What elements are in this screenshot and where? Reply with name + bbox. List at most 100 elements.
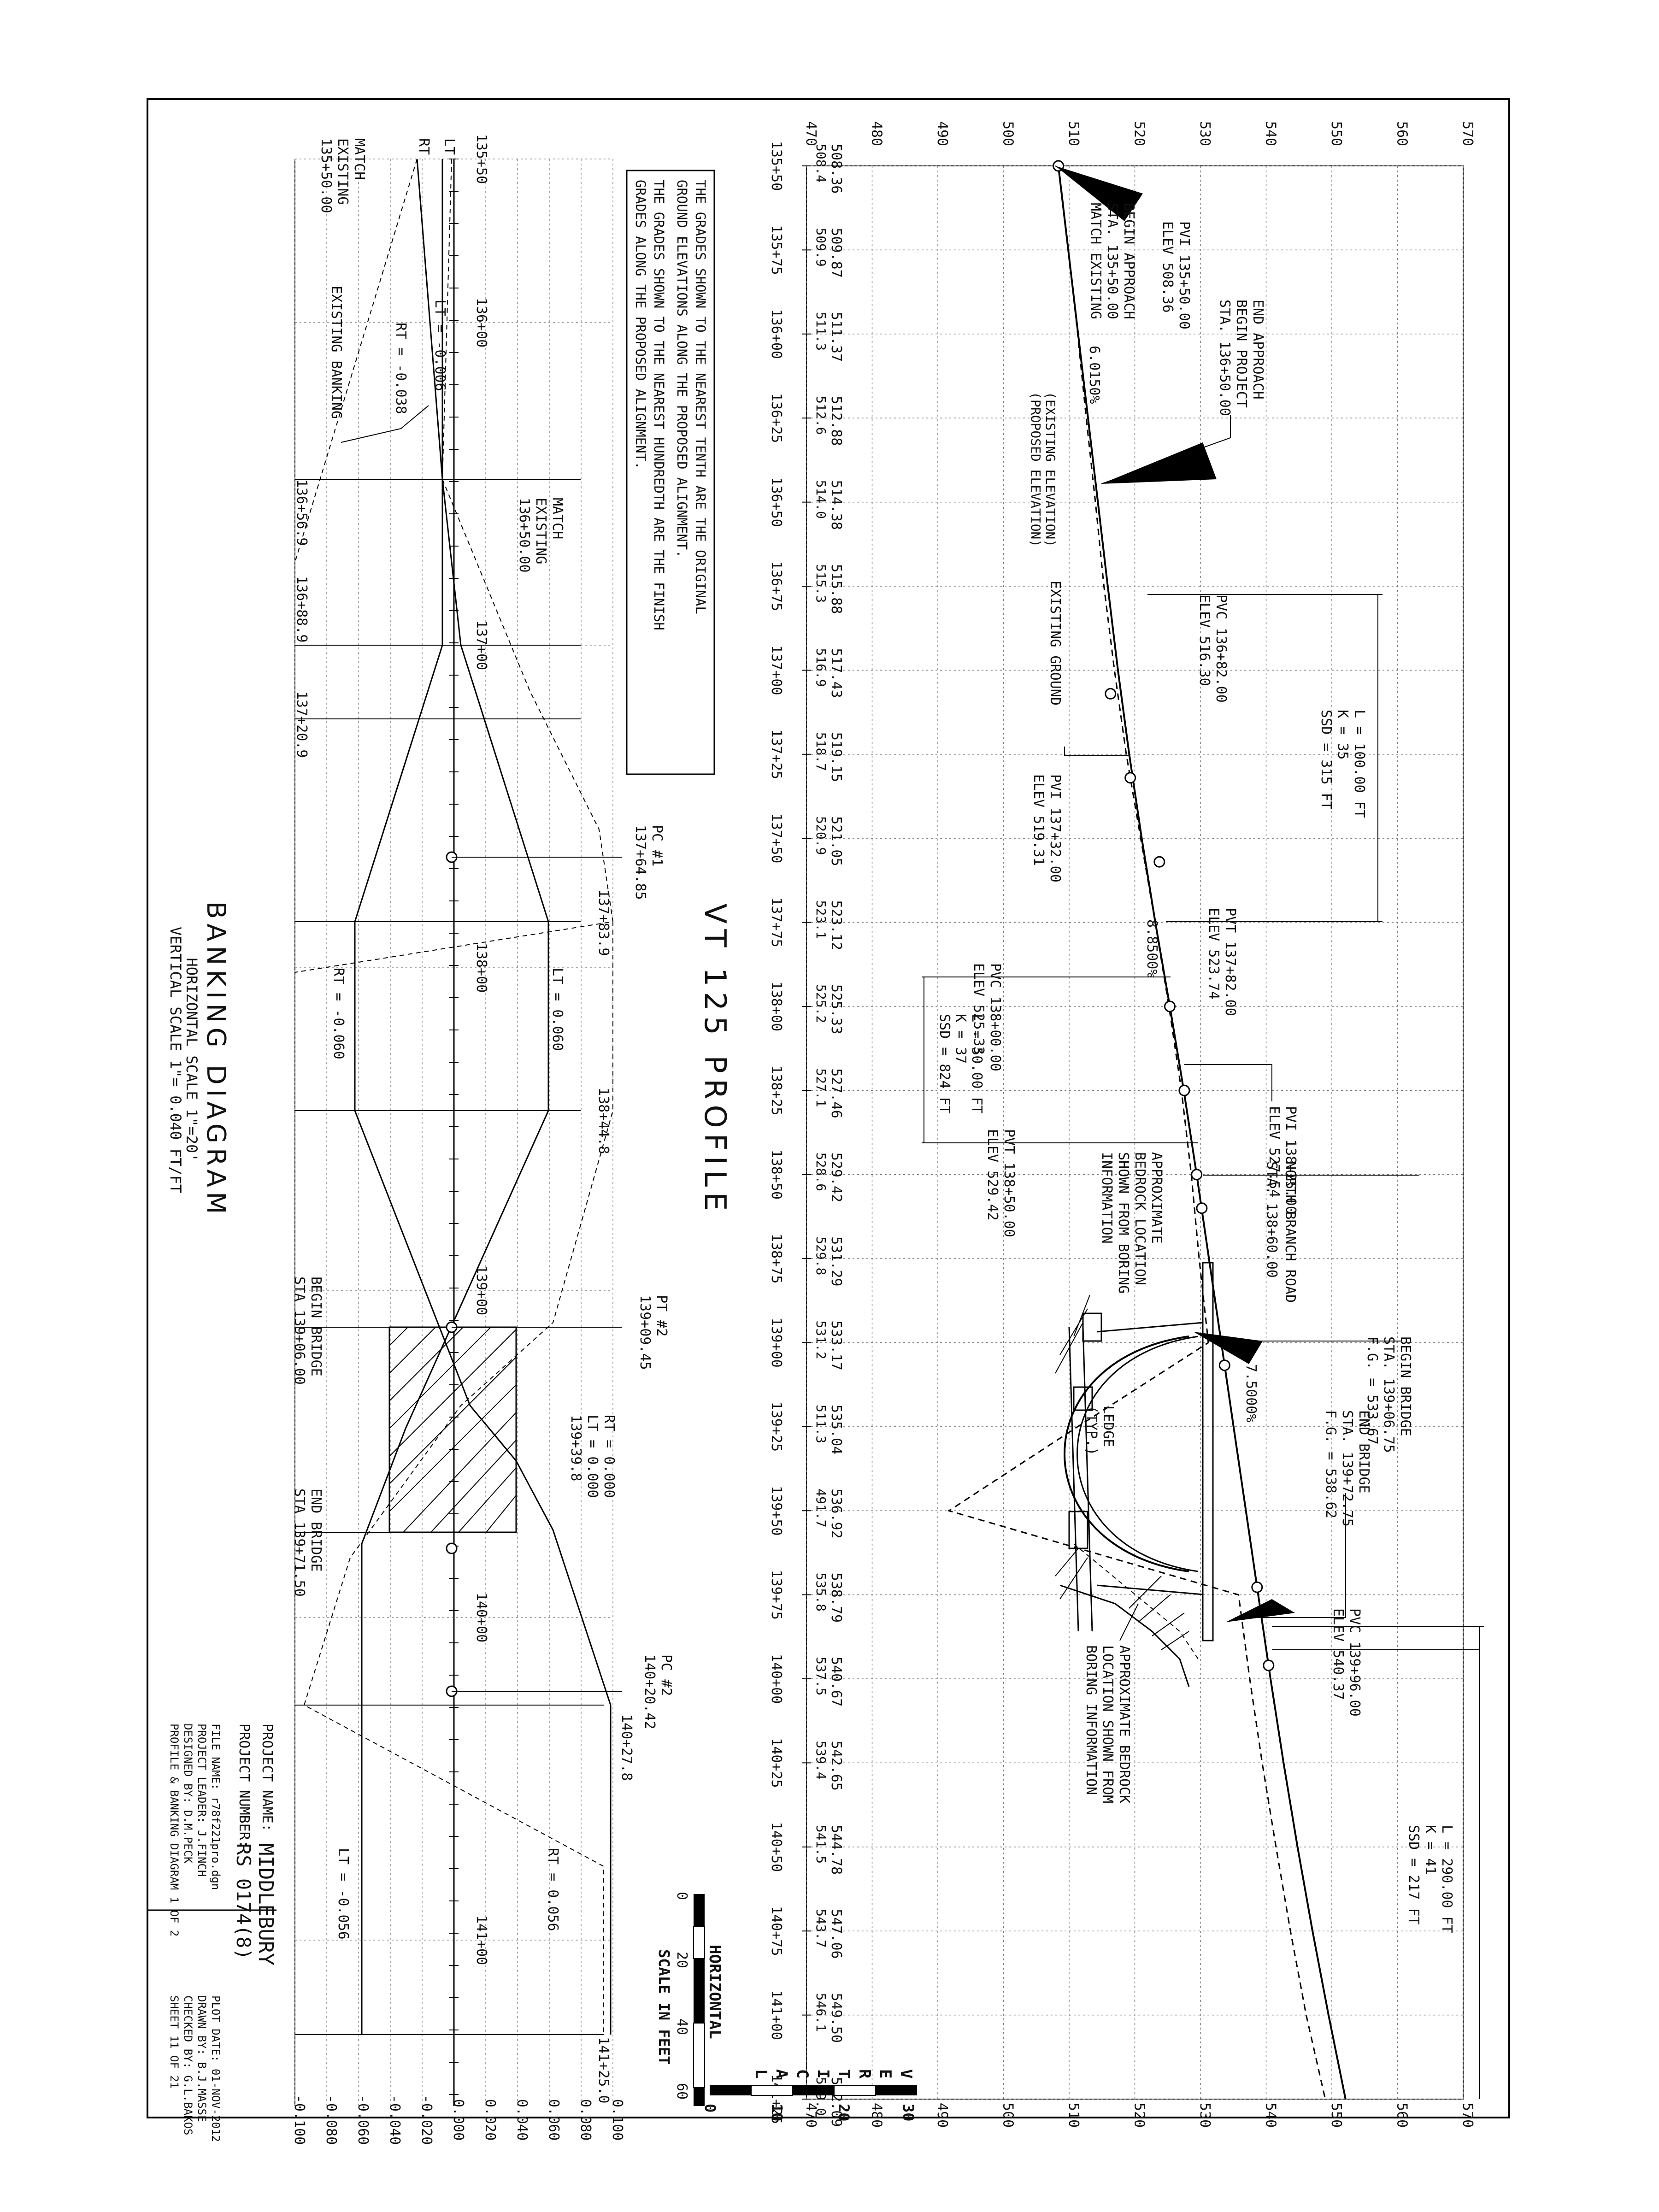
drawn-by: DRAWN BY: B.J.MASSE — [195, 1995, 208, 2122]
existing-elevation-value: 491.7 — [813, 1488, 829, 1527]
scale-segment — [876, 2085, 917, 2095]
callout-line: ELEV 516.30 — [1196, 594, 1212, 686]
station-label: 136+00 — [768, 309, 784, 359]
label-line: 136+50.00 — [516, 498, 532, 573]
existing-ground-label: EXISTING GROUND — [1047, 581, 1063, 706]
existing-elevation-value: 512.6 — [813, 396, 829, 435]
scale-segment — [710, 2085, 751, 2095]
station-label: 139+00 — [768, 1318, 784, 1367]
station-label: 140+27.8 — [618, 1714, 635, 1781]
project-name: MIDDLEBURY — [254, 1843, 277, 1965]
banking-station-label: 140+00 — [473, 1593, 489, 1642]
banking-tick-label: -0.100 — [291, 2095, 307, 2145]
callout-line: ELEV 525.33 — [971, 963, 987, 1055]
note-line: GRADES ALONG THE PROPOSED ALIGNMENT. — [633, 180, 648, 470]
profile-title: VT 125 PROFILE — [698, 904, 732, 1217]
callout-line: APPROXIMATE BEDROCK — [1116, 1645, 1132, 1803]
callout-line: F.G. = 533.67 — [1364, 1336, 1380, 1445]
match-existing-2: MATCH EXISTING 136+50.00 — [516, 498, 565, 573]
vertical-curve-point — [1105, 688, 1117, 700]
bridge-rail — [1096, 1322, 1203, 1595]
label-line: STA 139+71.50 — [291, 1488, 307, 1597]
notes-border — [626, 170, 715, 775]
proposed-elevation-value: 542.65 — [828, 1741, 844, 1790]
callout-bedrock-2: APPROXIMATE BEDROCK LOCATION SHOWN FROM … — [1083, 1645, 1132, 1803]
profile-frame — [806, 165, 1464, 2100]
bedrock-line — [1059, 1584, 1190, 1687]
scale-segment — [694, 1894, 705, 1926]
existing-elevation-value: 535.8 — [813, 1573, 829, 1612]
station-label: 137+50 — [768, 813, 784, 863]
station-label: 141+25.0 — [595, 2037, 612, 2104]
callout-line: STA. 139+06.75 — [1381, 1336, 1397, 1453]
scale-tick: 30 — [900, 2104, 917, 2122]
proposed-elevation-value: 549.50 — [828, 1993, 844, 2043]
proposed-elevation-value: 529.42 — [828, 1153, 844, 1202]
vertical-curve-point — [1196, 1202, 1208, 1214]
banking-tick-label: 0.080 — [577, 2099, 594, 2141]
label-line: 139+09.45 — [637, 1295, 653, 1370]
station-label: 137+75 — [768, 897, 784, 947]
elevation-legend: (EXISTING ELEVATION) (PROPOSED ELEVATION… — [1028, 392, 1058, 547]
callout-line: ELEV 519.31 — [1030, 774, 1047, 866]
existing-elevation-label: (EXISTING ELEVATION) — [1043, 392, 1058, 547]
lt-value-1: LT = -0.006 — [432, 300, 448, 391]
end-bridge-label: END BRIDGE STA 139+71.50 — [291, 1488, 324, 1597]
note-line: GROUND ELEVATIONS ALONG THE PROPOSED ALI… — [674, 180, 690, 558]
proposed-elevation-value: 511.37 — [828, 312, 844, 362]
proposed-elevation-value: 515.88 — [828, 564, 844, 614]
title-block: PROJECT NAME: MIDDLEBURY PROJECT NUMBER:… — [168, 1724, 277, 2142]
grade-label-2: 8.8500% — [1144, 919, 1160, 977]
existing-elevation-value: 528.6 — [813, 1153, 829, 1191]
station-label: 136+25 — [768, 393, 784, 443]
project-name-label: PROJECT NAME: — [259, 1724, 275, 1832]
elevation-tick-bottom: 510 — [1065, 2103, 1082, 2128]
elevation-tick-top: 520 — [1131, 121, 1147, 146]
begin-bridge-label: BEGIN BRIDGE STA 139+06.00 — [291, 1277, 324, 1385]
label-line: 140+20.42 — [641, 1654, 658, 1730]
callout-line: STA. 139+72.75 — [1339, 1410, 1355, 1527]
scale-segment — [694, 1959, 705, 2023]
existing-elevation-value: 511.3 — [813, 312, 829, 351]
profile-grid — [806, 165, 1464, 2100]
end-bridge-arrow — [1226, 1599, 1295, 1622]
proposed-elevation-value: 519.15 — [828, 732, 844, 782]
existing-elevation-value: 518.7 — [813, 732, 829, 771]
station-label: 141+00 — [768, 1990, 784, 2040]
proposed-elevation-label: (PROPOSED ELEVATION) — [1028, 392, 1043, 547]
callout-pvc3: PVC 139+96.00 ELEV 540.37 — [1330, 1608, 1363, 1717]
callout-line: SHOWN FROM BORING — [1115, 1152, 1131, 1294]
leader — [1235, 1493, 1346, 1618]
vertical-scale-letter: E — [876, 2069, 894, 2078]
proposed-elevation-value: 514.38 — [828, 480, 844, 530]
label-line: BEGIN BRIDGE — [308, 1277, 324, 1377]
banking-tick-label: 0.000 — [450, 2099, 466, 2141]
callout-curve1: L = 100.00 FT K = 35 SSD = 315 FT — [1318, 710, 1367, 818]
station-label: 137+83.9 — [595, 889, 612, 956]
bridge-beam — [1082, 1327, 1093, 1632]
leader — [1119, 1603, 1139, 1641]
callout-line: LOCATION SHOWN FROM — [1100, 1645, 1116, 1803]
vertical-curve-point — [1178, 1084, 1190, 1096]
callout-line: LEDGE — [1100, 1406, 1116, 1447]
callout-ledge: LEDGE (TYP.) — [1083, 1406, 1116, 1455]
station-label: 136+88.9 — [294, 576, 310, 643]
callout-line: INFORMATION — [1099, 1152, 1115, 1244]
callout-line: BEDROCK LOCATION — [1132, 1152, 1148, 1285]
station-label: 137+20.9 — [294, 691, 310, 758]
callout-pvt1: PVT 137+82.00 ELEV 523.74 — [1206, 908, 1238, 1016]
proposed-elevation-value: 523.12 — [828, 900, 844, 950]
proposed-elevation-value: 521.05 — [828, 816, 844, 866]
elevation-tick-top: 490 — [934, 121, 950, 146]
callout-line: K = 35 — [1335, 710, 1351, 759]
ledge-hatch — [1055, 1294, 1090, 1600]
bridge-hatch-box — [388, 1326, 517, 1533]
proposed-elevation-value: 508.36 — [828, 144, 844, 194]
banking-station-label: 138+00 — [473, 943, 489, 993]
station-label: 138+44.8 — [595, 1088, 612, 1154]
existing-elevation-value: 549.0 — [813, 2077, 829, 2116]
sheet-title: PROFILE & BANKING DIAGRAM 1 OF 2 — [168, 1724, 181, 1936]
vertical-curve-point — [1218, 1359, 1230, 1371]
